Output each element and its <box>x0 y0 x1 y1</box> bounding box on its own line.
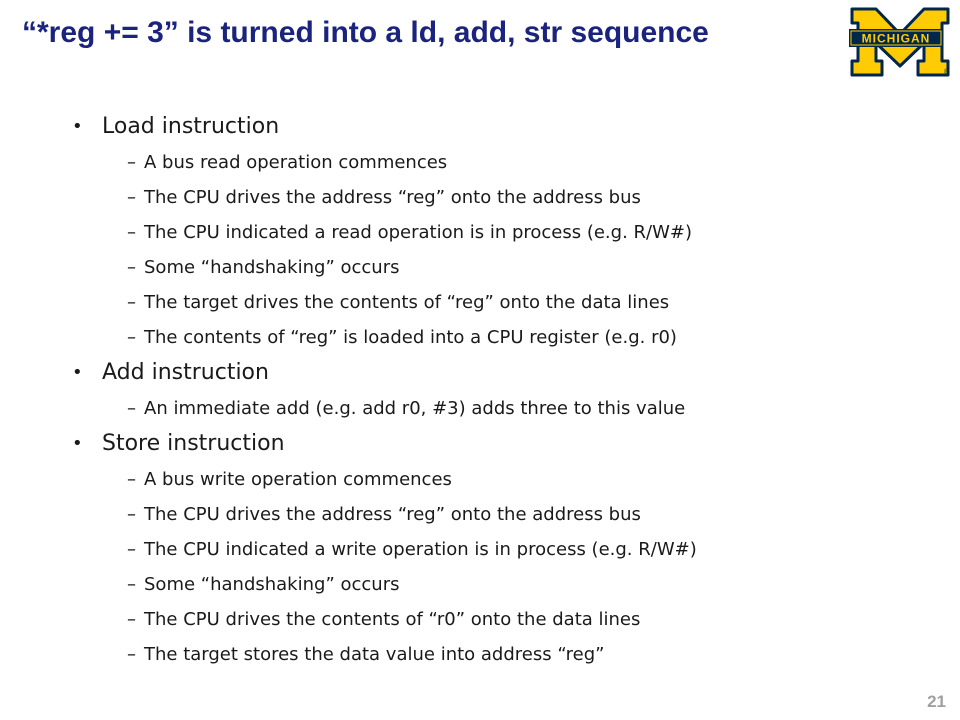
bullet-store-instruction: • Store instruction <box>72 426 942 462</box>
slide-content: • Load instruction –A bus read operation… <box>72 109 942 672</box>
sub-item: –A bus write operation commences <box>72 462 942 497</box>
sub-item: –An immediate add (e.g. add r0, #3) adds… <box>72 391 942 426</box>
sub-item-text: The contents of “reg” is loaded into a C… <box>144 327 677 348</box>
sub-item: –The target stores the data value into a… <box>72 637 942 672</box>
wordmark-band <box>849 29 943 47</box>
bullet-marker: • <box>72 433 83 454</box>
sub-item: –A bus read operation commences <box>72 145 942 180</box>
wordmark-text: MICHIGAN <box>862 32 931 46</box>
sub-item: –The CPU drives the address “reg” onto t… <box>72 497 942 532</box>
sub-item-text: An immediate add (e.g. add r0, #3) adds … <box>144 398 686 419</box>
sub-item: –The CPU drives the contents of “r0” ont… <box>72 602 942 637</box>
sub-item: –The CPU drives the address “reg” onto t… <box>72 180 942 215</box>
bullet-marker: • <box>72 116 83 137</box>
dash-marker: – <box>127 292 136 313</box>
bullet-marker: • <box>72 362 83 383</box>
sub-item-text: The target stores the data value into ad… <box>144 644 605 665</box>
bullet-add-instruction: • Add instruction <box>72 355 942 391</box>
sub-item-text: Some “handshaking” occurs <box>144 257 400 278</box>
dash-marker: – <box>127 609 136 630</box>
sub-item: –The CPU indicated a write operation is … <box>72 532 942 567</box>
sub-item-text: The CPU drives the address “reg” onto th… <box>144 187 641 208</box>
registered-mark: ® <box>944 68 950 76</box>
dash-marker: – <box>127 574 136 595</box>
sub-item: –The CPU indicated a read operation is i… <box>72 215 942 250</box>
sub-item-text: The CPU indicated a write operation is i… <box>144 539 697 560</box>
dash-marker: – <box>127 398 136 419</box>
sub-item: –Some “handshaking” occurs <box>72 567 942 602</box>
michigan-logo: MICHIGAN ® <box>849 7 950 77</box>
dash-marker: – <box>127 187 136 208</box>
dash-marker: – <box>127 257 136 278</box>
sub-item-text: The target drives the contents of “reg” … <box>144 292 670 313</box>
sub-item: –The target drives the contents of “reg”… <box>72 285 942 320</box>
bullet-load-instruction: • Load instruction <box>72 109 942 145</box>
sub-item-text: The CPU indicated a read operation is in… <box>144 222 692 243</box>
sub-item: –The contents of “reg” is loaded into a … <box>72 320 942 355</box>
dash-marker: – <box>127 539 136 560</box>
page-number: 21 <box>927 692 946 711</box>
dash-marker: – <box>127 152 136 173</box>
dash-marker: – <box>127 504 136 525</box>
slide-title: “*reg += 3” is turned into a ld, add, st… <box>22 16 709 49</box>
dash-marker: – <box>127 469 136 490</box>
sub-item-text: The CPU drives the address “reg” onto th… <box>144 504 641 525</box>
bullet-text: Load instruction <box>102 114 280 139</box>
dash-marker: – <box>127 222 136 243</box>
sub-item: –Some “handshaking” occurs <box>72 250 942 285</box>
sub-item-text: A bus read operation commences <box>144 152 448 173</box>
bullet-text: Store instruction <box>102 431 285 456</box>
sub-item-text: A bus write operation commences <box>144 469 452 490</box>
sub-item-text: The CPU drives the contents of “r0” onto… <box>144 609 641 630</box>
bullet-text: Add instruction <box>102 360 269 385</box>
dash-marker: – <box>127 644 136 665</box>
sub-item-text: Some “handshaking” occurs <box>144 574 400 595</box>
dash-marker: – <box>127 327 136 348</box>
